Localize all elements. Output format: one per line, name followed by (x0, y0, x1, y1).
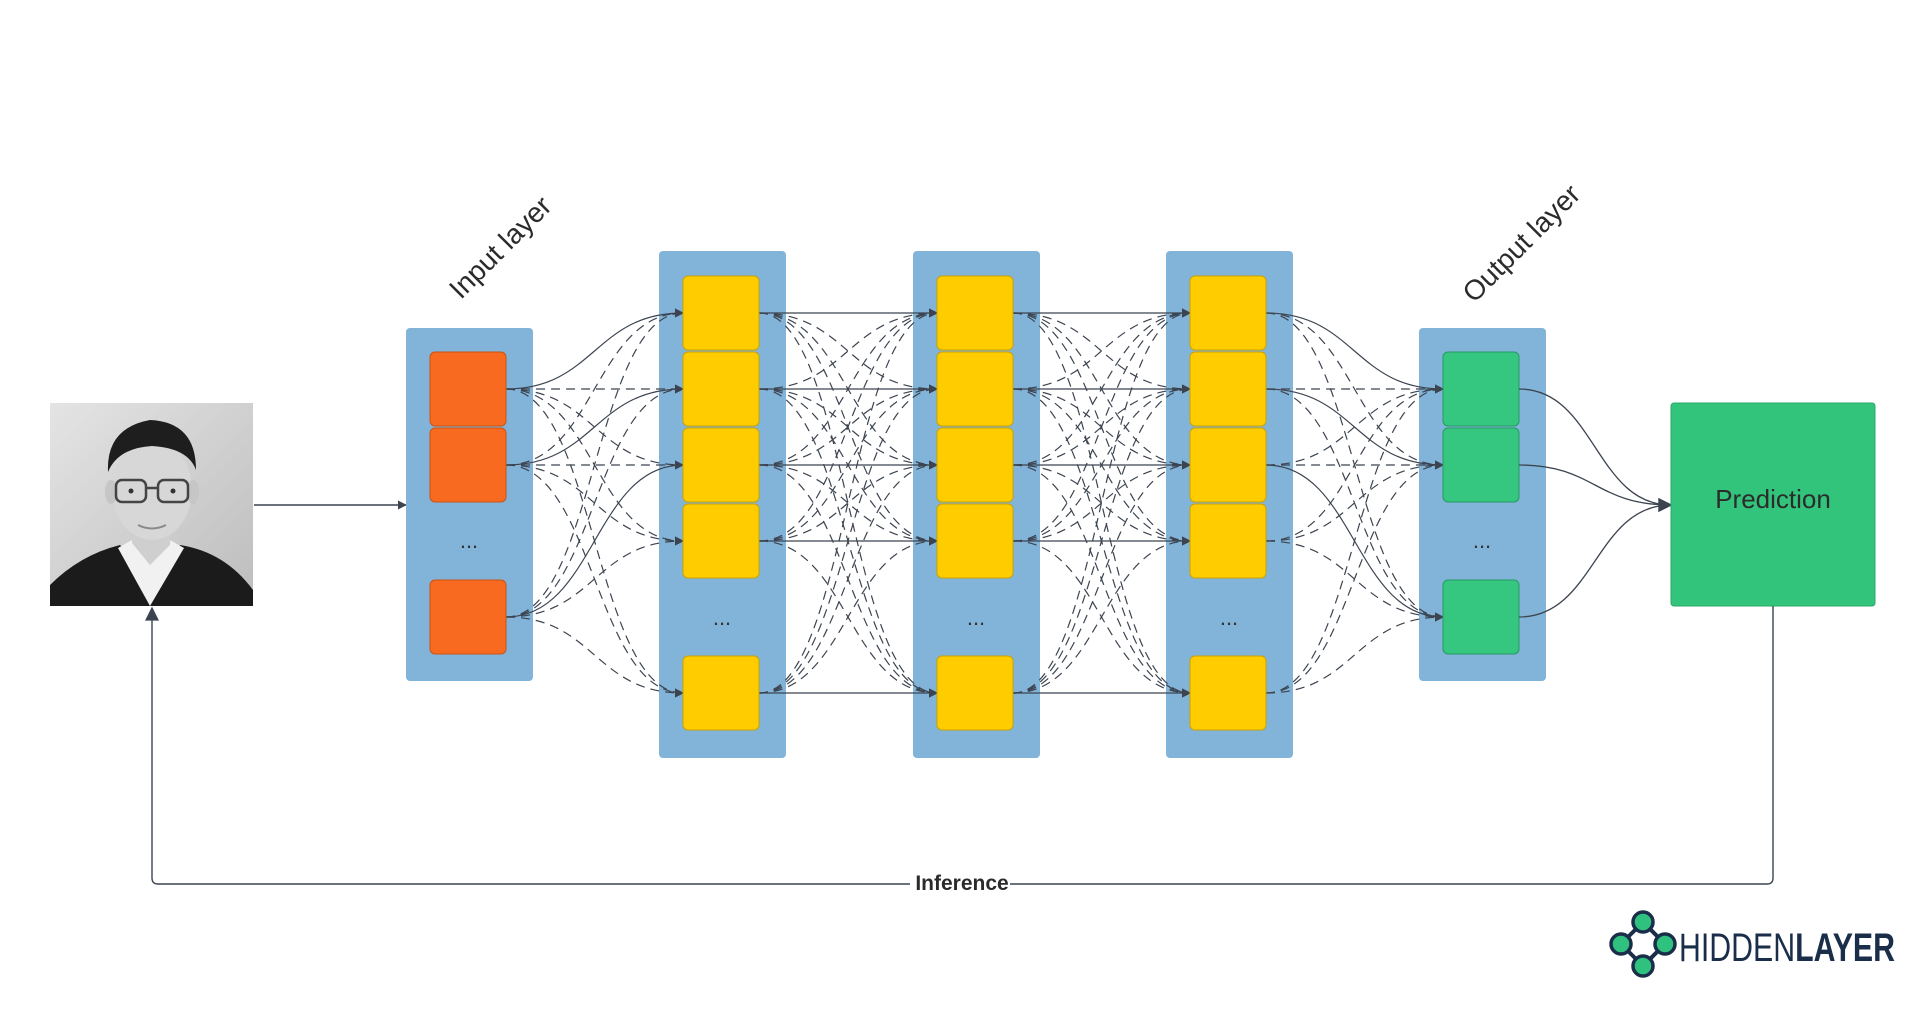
hidden-node (936, 655, 1014, 731)
hidden-node (682, 275, 760, 351)
output-node (1442, 351, 1520, 427)
hidden-node (1189, 351, 1267, 427)
connection-edge (758, 464, 938, 546)
connection-edge (1265, 460, 1444, 542)
output-layer-label: Output layer (1456, 178, 1586, 308)
connection-edge (758, 308, 938, 466)
input-node (429, 579, 507, 655)
hiddenlayer-logo-icon (1609, 910, 1677, 978)
svg-text:HIDDENLAYER: HIDDENLAYER (1679, 926, 1895, 970)
output-to-prediction-edge (1518, 464, 1673, 512)
connection-edge (758, 460, 938, 694)
connection-edge (1265, 312, 1444, 470)
hidden-layer-2-ellipsis: ... (967, 605, 985, 630)
connection-edge (505, 384, 684, 618)
hidden-node (1189, 655, 1267, 731)
connection-edge (505, 308, 684, 618)
hidden-node (936, 427, 1014, 503)
input-layer-ellipsis: ... (460, 528, 478, 553)
connection-edge (1012, 384, 1191, 694)
inference-label: Inference (915, 872, 1008, 895)
prediction-label: Prediction (1715, 484, 1831, 514)
connection-edge (758, 384, 938, 466)
hidden-node (682, 351, 760, 427)
connection-edge (758, 536, 938, 694)
hidden-node (1189, 275, 1267, 351)
hidden-layer-3-ellipsis: ... (1220, 605, 1238, 630)
logo-text-hidden: HIDDEN (1679, 926, 1795, 970)
connection-edge (1012, 536, 1191, 694)
hidden-node (682, 655, 760, 731)
input-node (429, 427, 507, 503)
connection-edge (1265, 312, 1444, 394)
hidden-node (1189, 503, 1267, 579)
output-node (1442, 579, 1520, 655)
hidden-node (682, 503, 760, 579)
connection-edge (758, 384, 938, 694)
hidden-layer-1-ellipsis: ... (713, 605, 731, 630)
connection-edge (758, 308, 938, 542)
nodes (429, 275, 1520, 731)
output-to-prediction-edges (1518, 388, 1673, 618)
hidden-node (1189, 427, 1267, 503)
output-to-prediction-edge (1518, 498, 1673, 618)
connection-edge (505, 460, 684, 618)
connection-edge (1012, 308, 1191, 390)
output-to-prediction-edge (1518, 388, 1673, 512)
connection-edge (505, 308, 684, 390)
connection-edge (1265, 384, 1444, 694)
connection-edge (1012, 384, 1191, 542)
output-layer-ellipsis: ... (1473, 528, 1491, 553)
connection-edge (1265, 612, 1444, 694)
hiddenlayer-logo: HIDDENLAYER (1609, 910, 1895, 978)
portrait-photo (50, 403, 253, 606)
connection-edge (758, 312, 938, 394)
connection-edge (1265, 460, 1444, 694)
connection-edge (1012, 308, 1191, 542)
connection-edge (758, 384, 938, 542)
hidden-node (936, 351, 1014, 427)
connection-edge (1265, 384, 1444, 466)
connection-edge (758, 308, 938, 390)
input-node (429, 351, 507, 427)
connection-edge (758, 460, 938, 542)
connection-edge (758, 388, 938, 470)
connection-edge (505, 616, 684, 698)
connection-edge (505, 308, 684, 466)
connection-edge (1012, 308, 1191, 466)
connection-edge (505, 384, 684, 466)
hidden-node (682, 427, 760, 503)
connection-edge (1265, 384, 1444, 542)
connection-edge (1012, 460, 1191, 542)
output-node (1442, 427, 1520, 503)
connection-edge (505, 536, 684, 618)
connection-edge (1012, 460, 1191, 694)
connections (505, 308, 1444, 698)
hidden-node (936, 275, 1014, 351)
logo-text-layer: LAYER (1795, 926, 1895, 970)
hidden-node (936, 503, 1014, 579)
input-layer-label: Input layer (443, 190, 557, 304)
